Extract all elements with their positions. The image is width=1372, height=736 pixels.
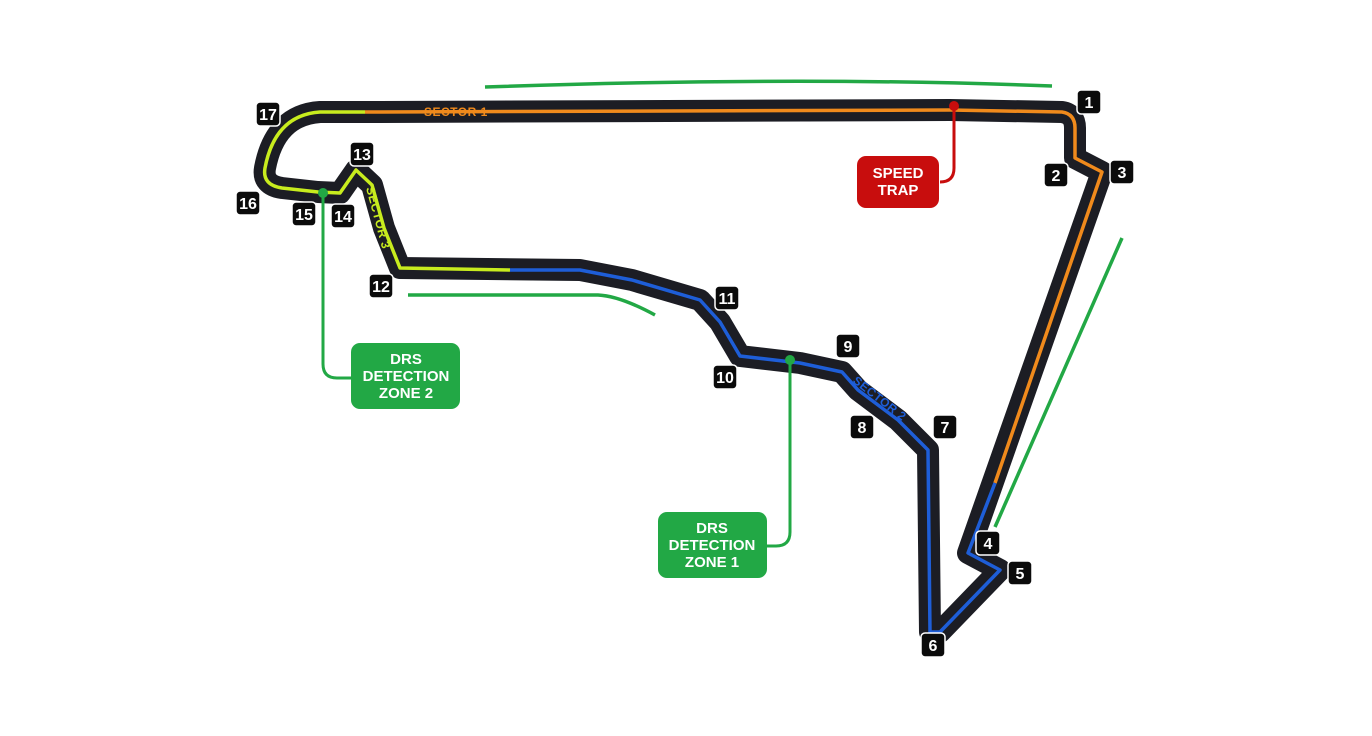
turn-number: 15	[295, 207, 313, 224]
turn-marker-12: 12	[368, 273, 394, 299]
turn-number: 17	[259, 107, 277, 124]
turn-number: 1	[1085, 95, 1094, 112]
detection-2-dot	[318, 188, 328, 198]
turn-number: 13	[353, 147, 371, 164]
turn-number: 3	[1118, 165, 1127, 182]
turn-marker-16: 16	[235, 190, 261, 216]
turn-number: 9	[844, 339, 853, 356]
turn-marker-box	[330, 203, 356, 229]
turn-marker-2: 2	[1043, 162, 1069, 188]
drs-zone-sector3-straight	[408, 293, 656, 317]
turn-marker-3: 3	[1109, 159, 1135, 185]
turn-marker-box	[349, 141, 375, 167]
turn-marker-box	[849, 414, 875, 440]
detection-1-line3: ZONE 1	[685, 554, 739, 571]
turn-marker-box	[714, 285, 740, 311]
speed-trap: SPEED TRAP	[857, 101, 959, 208]
speed-trap-dot	[949, 101, 959, 111]
turn-marker-box	[1007, 560, 1033, 586]
turn-marker-14: 14	[330, 203, 356, 229]
turn-marker-box	[255, 101, 281, 127]
drs-detection-zone-1: DRS DETECTION ZONE 1	[658, 355, 795, 578]
turn-number: 11	[719, 291, 736, 308]
sector-3-line	[262, 110, 511, 272]
turn-marker-box	[291, 201, 317, 227]
turn-number: 16	[239, 196, 257, 213]
turn-marker-15: 15	[291, 201, 317, 227]
turn-number: 5	[1016, 566, 1025, 583]
sector-2-line	[510, 268, 1002, 634]
speed-trap-box	[857, 156, 939, 208]
turn-number: 6	[929, 638, 938, 655]
detection-1-line1: DRS	[696, 520, 728, 537]
turn-number: 4	[984, 536, 993, 553]
turn-marker-17: 17	[255, 101, 281, 127]
detection-1-connector	[767, 360, 792, 548]
turn-number: 14	[334, 209, 352, 226]
turn-marker-11: 11	[714, 285, 740, 311]
turn-marker-10: 10	[712, 364, 738, 390]
speed-trap-line2: TRAP	[878, 182, 919, 199]
detection-1-dot	[785, 355, 795, 365]
turn-marker-box	[1076, 89, 1102, 115]
turn-marker-8: 8	[849, 414, 875, 440]
turn-marker-box	[835, 333, 861, 359]
detection-2-line2: DETECTION	[363, 368, 450, 385]
turn-marker-box	[368, 273, 394, 299]
turn-marker-4: 4	[975, 530, 1001, 556]
turn-number: 12	[372, 279, 390, 296]
detection-2-connector	[321, 193, 351, 380]
speed-trap-connector	[939, 106, 956, 184]
drs-detection-zone-2: DRS DETECTION ZONE 2	[318, 188, 460, 409]
turn-marker-5: 5	[1007, 560, 1033, 586]
turn-number: 8	[858, 420, 867, 437]
turn-marker-9: 9	[835, 333, 861, 359]
turn-number: 10	[716, 370, 734, 387]
detection-1-box	[658, 512, 767, 578]
turn-marker-box	[712, 364, 738, 390]
turn-number: 2	[1052, 168, 1061, 185]
drs-zone-main-straight	[484, 79, 1053, 89]
turn-marker-6: 6	[920, 632, 946, 658]
detection-2-line3: ZONE 2	[379, 385, 433, 402]
detection-1-line2: DETECTION	[669, 537, 756, 554]
turn-number: 7	[941, 420, 950, 437]
turn-marker-13: 13	[349, 141, 375, 167]
turn-marker-box	[932, 414, 958, 440]
turn-marker-1: 1	[1076, 89, 1102, 115]
sector-1-line	[364, 108, 1104, 484]
turn-marker-7: 7	[932, 414, 958, 440]
sector-1-label: SECTOR 1	[424, 105, 488, 119]
detection-2-line1: DRS	[390, 351, 422, 368]
speed-trap-line1: SPEED	[873, 165, 924, 182]
detection-2-box	[351, 343, 460, 409]
turn-marker-box	[1043, 162, 1069, 188]
turn-marker-box	[920, 632, 946, 658]
turn-marker-box	[975, 530, 1001, 556]
turn-marker-box	[1109, 159, 1135, 185]
drs-zones	[408, 79, 1124, 528]
turn-marker-box	[235, 190, 261, 216]
drs-zone-back-straight	[993, 237, 1124, 528]
